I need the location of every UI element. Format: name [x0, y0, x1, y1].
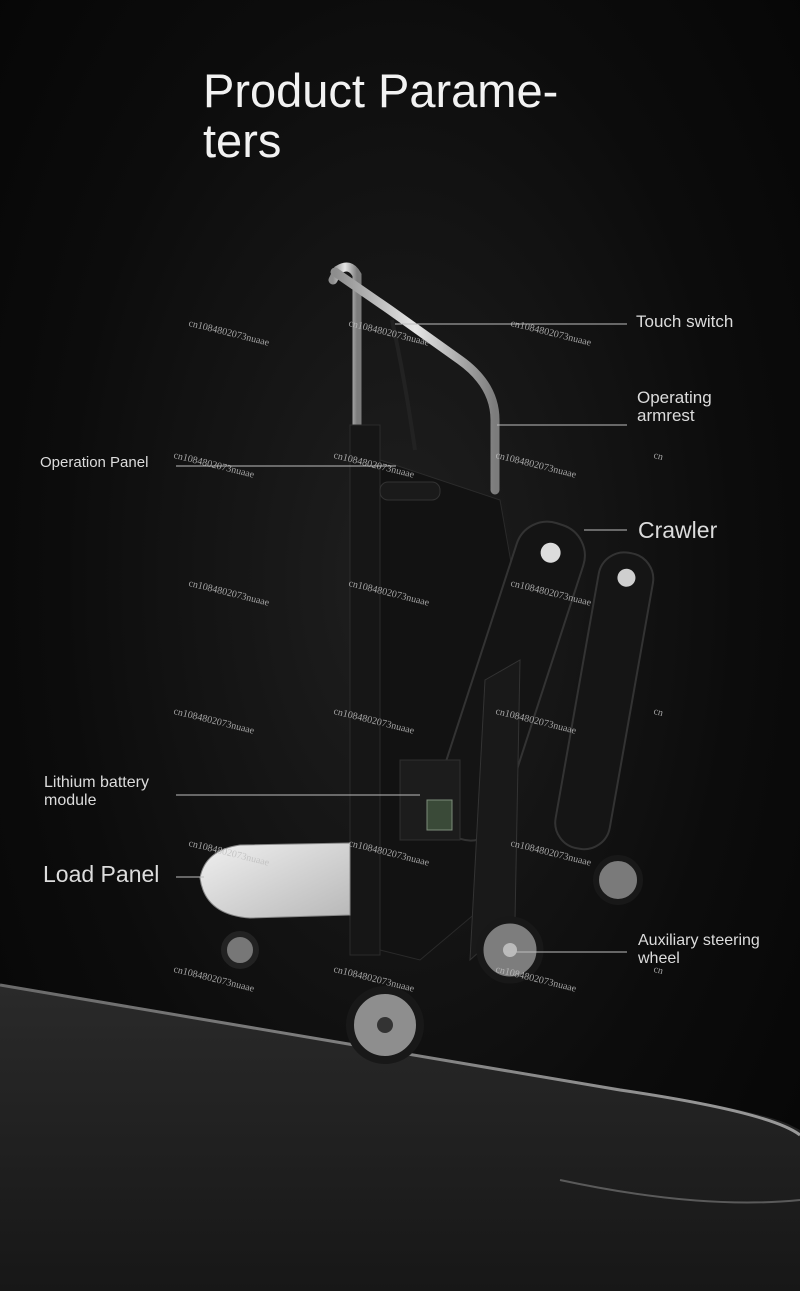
label-lithium-battery: Lithium battery module [44, 774, 149, 810]
page-title: Product Parame- ters [203, 66, 623, 166]
label-auxiliary-line2: wheel [638, 950, 680, 967]
label-auxiliary-steering-wheel: Auxiliary steering wheel [638, 932, 760, 968]
callout-lines [176, 323, 627, 953]
label-crawler: Crawler [638, 517, 718, 543]
page-title-line1: Product Parame- [203, 64, 559, 117]
page-title-line2: ters [203, 114, 282, 167]
label-operation-panel: Operation Panel [40, 454, 149, 471]
label-touch-switch: Touch switch [636, 312, 734, 331]
label-load-panel: Load Panel [43, 861, 160, 887]
stair-climber-trolley [199, 262, 655, 1064]
label-lithium-battery-line1: Lithium battery [44, 774, 149, 791]
label-operating-armrest-line1: Operating [637, 388, 712, 407]
platform [0, 983, 800, 1291]
label-lithium-battery-line2: module [44, 792, 97, 809]
label-auxiliary-line1: Auxiliary steering [638, 932, 760, 949]
label-operating-armrest: Operating armrest [637, 389, 712, 425]
label-operating-armrest-line2: armrest [637, 406, 695, 425]
